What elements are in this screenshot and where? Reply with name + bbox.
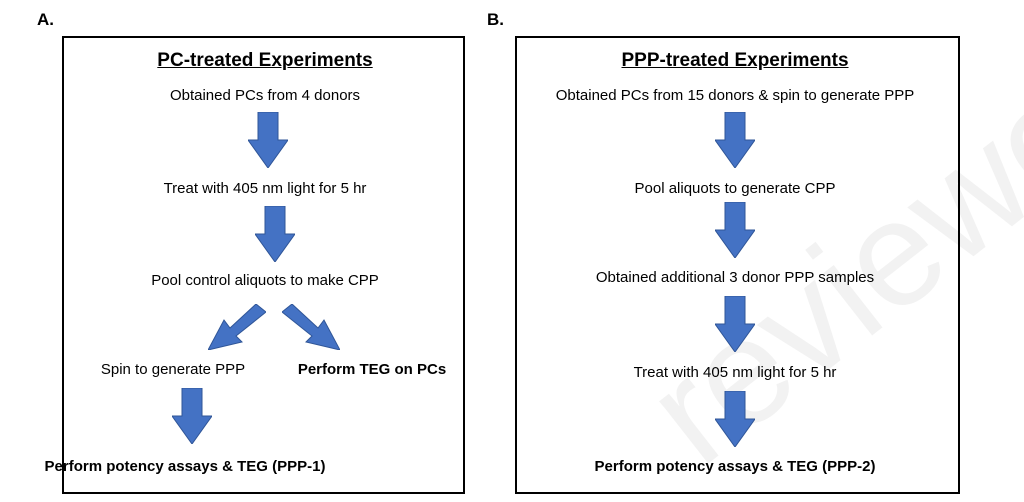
panel-a-step-obtain: Obtained PCs from 4 donors bbox=[169, 87, 361, 104]
panel-b-step-additional: Obtained additional 3 donor PPP samples bbox=[595, 269, 875, 286]
panel-a-step-treat: Treat with 405 nm light for 5 hr bbox=[163, 180, 367, 197]
arrow-down-left-icon bbox=[208, 304, 266, 350]
panel-b-step-pool: Pool aliquots to generate CPP bbox=[634, 180, 836, 197]
arrow-down-right-icon bbox=[282, 304, 340, 350]
panel-b-label: B. bbox=[487, 10, 504, 29]
panel-a-box bbox=[62, 36, 465, 494]
panel-a-title: PC-treated Experiments bbox=[157, 50, 373, 71]
arrow-down-icon bbox=[248, 112, 288, 168]
panel-b-step-obtain: Obtained PCs from 15 donors & spin to ge… bbox=[555, 87, 915, 104]
panel-a-label: A. bbox=[37, 10, 54, 29]
arrow-down-icon bbox=[715, 391, 755, 447]
arrow-down-icon bbox=[715, 202, 755, 258]
panel-a-step-potency: Perform potency assays & TEG (PPP-1) bbox=[44, 458, 326, 475]
panel-b-step-potency: Perform potency assays & TEG (PPP-2) bbox=[594, 458, 876, 475]
arrow-down-icon bbox=[715, 112, 755, 168]
arrow-down-icon bbox=[255, 206, 295, 262]
panel-b-box bbox=[515, 36, 960, 494]
arrow-down-icon bbox=[715, 296, 755, 352]
arrow-down-icon bbox=[172, 388, 212, 444]
panel-a-step-pool: Pool control aliquots to make CPP bbox=[151, 272, 379, 289]
panel-b-title: PPP-treated Experiments bbox=[621, 50, 849, 71]
panel-b-step-treat: Treat with 405 nm light for 5 hr bbox=[633, 364, 837, 381]
panel-a-step-spin: Spin to generate PPP bbox=[100, 361, 246, 378]
panel-a-step-teg-pcs: Perform TEG on PCs bbox=[297, 361, 447, 378]
